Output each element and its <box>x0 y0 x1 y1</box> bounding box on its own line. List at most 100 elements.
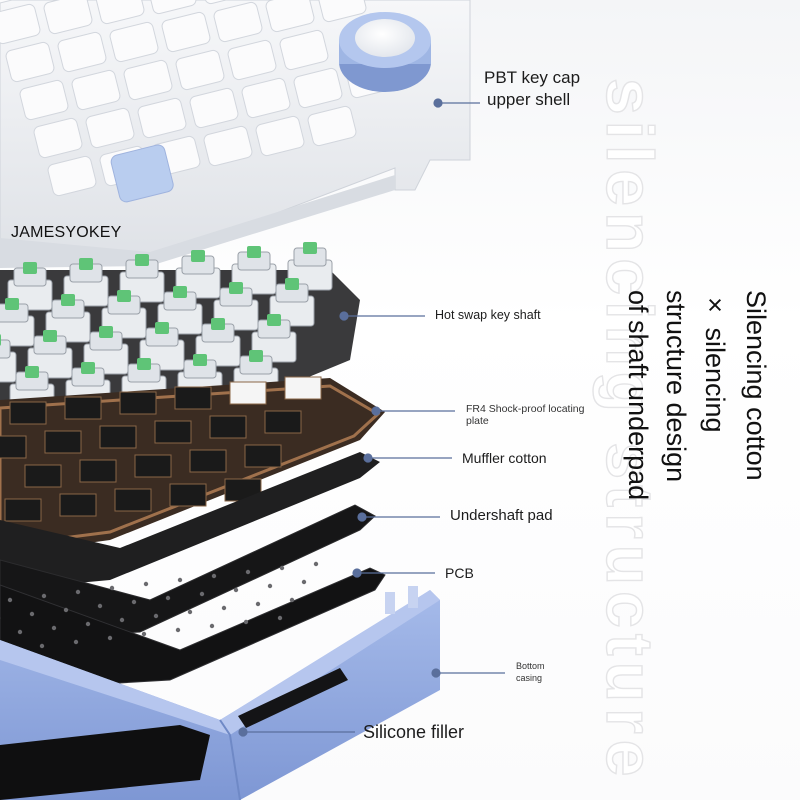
plate-cutout <box>134 454 172 478</box>
pcb-pad <box>245 569 251 575</box>
keycap-upper-shell <box>0 0 471 268</box>
switch-stem <box>173 286 187 298</box>
switch-stem <box>137 358 151 370</box>
plate-cutout <box>0 435 27 459</box>
casing-post <box>408 586 418 608</box>
bottom-casing <box>0 586 440 800</box>
keycap <box>85 107 135 149</box>
keycap <box>137 97 187 139</box>
pcb-pad <box>279 565 285 571</box>
muffler-cotton <box>0 452 380 590</box>
headline-line-1: Silencing cotton <box>741 290 771 481</box>
keycap <box>293 67 343 109</box>
switch-housing <box>0 351 17 383</box>
keycap <box>227 39 277 81</box>
plate-cutout <box>24 464 62 488</box>
plate-cutout <box>114 488 152 512</box>
keycap <box>161 11 211 53</box>
pcb-pad <box>97 603 103 609</box>
pcb-pad <box>75 589 81 595</box>
pcb-pad <box>143 581 149 587</box>
pcb-components <box>0 561 319 653</box>
plate-cutout <box>119 391 157 415</box>
keycap <box>279 29 329 71</box>
pcb-pad <box>141 631 147 637</box>
keycap <box>19 79 69 121</box>
callout-hot-swap: Hot swap key shaft <box>435 308 541 322</box>
pcb-pad <box>209 623 215 629</box>
plate-cutout <box>64 396 102 420</box>
plate-cutout <box>174 386 212 410</box>
keycap <box>123 59 173 101</box>
pcb-pad <box>243 619 249 625</box>
pcb-pad <box>277 615 283 621</box>
pcb-pad <box>107 635 113 641</box>
pcb-pad <box>267 583 273 589</box>
plate-cutout <box>9 401 47 425</box>
plate-cutout <box>99 425 137 449</box>
callout-keycap: PBT key cap upper shell <box>484 68 581 109</box>
switch-stem <box>155 322 169 334</box>
switch-stem <box>247 246 261 258</box>
pcb-pad <box>63 607 69 613</box>
keycap <box>57 31 107 73</box>
pcb-pad <box>187 609 193 615</box>
keycap <box>43 0 93 35</box>
brand-watermark: JAMESYOKEY <box>11 224 122 241</box>
callout-muffler-cotton: Muffler cotton <box>462 450 547 466</box>
pcb-pad <box>255 601 261 607</box>
pcb-pad <box>17 629 23 635</box>
switch-stem <box>303 242 317 254</box>
switch-stem <box>43 330 57 342</box>
headline-line-3: structure design <box>661 290 691 483</box>
plate-cutout <box>264 410 302 434</box>
callout-fr4-plate: FR4 Shock-proof locating plate <box>466 403 585 427</box>
pcb-pad <box>165 595 171 601</box>
switch-stem <box>61 294 75 306</box>
keycap <box>47 155 97 197</box>
callout-undershaft-pad: Undershaft pad <box>450 507 553 524</box>
headline-line-2: × silencing <box>700 290 730 433</box>
pcb-pad <box>199 591 205 597</box>
switch-stem <box>285 278 299 290</box>
pcb-pad <box>7 597 13 603</box>
callout-leaders <box>238 98 505 737</box>
keycap <box>213 1 263 43</box>
keycap <box>95 0 145 25</box>
switch-stem <box>249 350 263 362</box>
plate-cutout <box>229 381 267 405</box>
keycap <box>147 0 197 15</box>
switch-stem <box>267 314 281 326</box>
plate-cutout <box>284 376 322 400</box>
switch-stem <box>81 362 95 374</box>
keycap <box>189 87 239 129</box>
pcb-pad <box>41 593 47 599</box>
casing-post <box>385 592 395 614</box>
keycap <box>255 115 305 157</box>
volume-knob <box>339 12 431 92</box>
switch-stem <box>5 298 19 310</box>
switch-stem <box>229 282 243 294</box>
keycap <box>33 117 83 159</box>
pcb-pad <box>301 579 307 585</box>
keycap <box>241 77 291 119</box>
pcb-pad <box>85 621 91 627</box>
switch-stem <box>99 326 113 338</box>
pcb-pad <box>153 613 159 619</box>
keycap <box>0 3 41 45</box>
plate-cutout <box>79 459 117 483</box>
callout-pcb: PCB <box>445 565 474 581</box>
pcb-pad <box>233 587 239 593</box>
background-watermark-text: silencing structure <box>592 77 667 783</box>
keycap <box>175 49 225 91</box>
pcb-pad <box>39 643 45 649</box>
keycap <box>203 125 253 167</box>
fr4-plate <box>0 376 385 555</box>
switch-stem <box>79 258 93 270</box>
pcb-pad <box>313 561 319 567</box>
callout-silicone-filler: Silicone filler <box>363 722 465 742</box>
keycap <box>109 21 159 63</box>
switch-stem <box>117 290 131 302</box>
